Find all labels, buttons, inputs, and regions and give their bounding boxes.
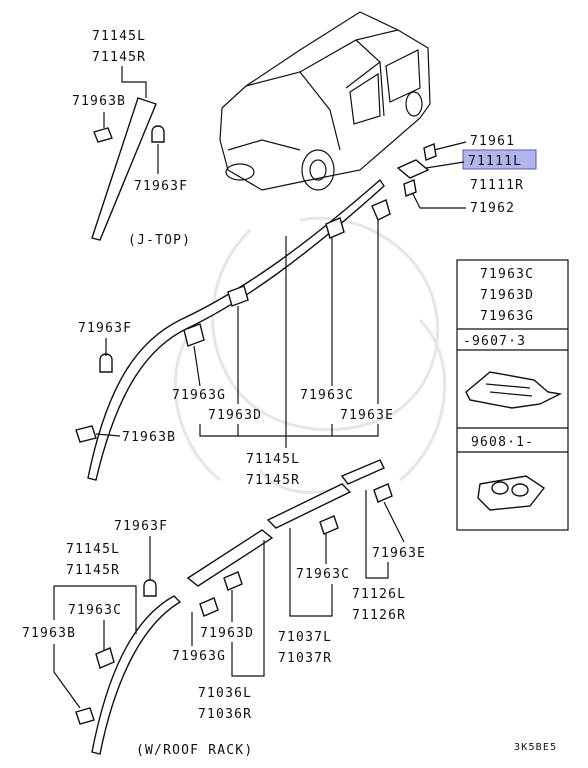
clip-71963F-mid [99,353,113,373]
label-71126L: 71126L [352,587,406,602]
label-71963F-top: 71963F [134,179,188,194]
table-range-after: 9608·1- [471,435,534,450]
leader-71963B-low [53,644,81,709]
clip-71963D-mid [227,285,249,307]
label-71963F-mid: 71963F [78,321,132,336]
leader-71145-top [121,66,147,98]
clip-drawing-old [465,371,563,409]
leader-71963E-low [383,501,405,543]
highlight-71111L [462,149,537,170]
table-range-before: -9607·3 [463,334,526,349]
label-71145L-low: 71145L [66,542,120,557]
table-code-2: 71963D [480,288,534,303]
label-71963G-mid: 71963G [172,388,226,403]
caption-jtop: (J-TOP) [128,233,191,248]
watermark-emblem [173,216,447,494]
clip-71963B-mid [75,425,97,443]
bracket-71126 [365,490,389,579]
clip-71963F-top [151,125,165,143]
leader-71963B-mid [95,433,121,437]
label-71036L: 71036L [198,686,252,701]
label-71963D-mid: 71963D [208,408,262,423]
clip-71963C-low [95,647,115,669]
label-71145R-top: 71145R [92,50,146,65]
clip-71963E-low [373,483,393,503]
label-71963F-low: 71963F [114,519,168,534]
leader-71961 [433,141,467,151]
label-71145L-mid: 71145L [246,452,300,467]
label-71126R: 71126R [352,608,406,623]
clip-71963B-low [75,707,95,725]
label-71963C-mid: 71963C [300,388,354,403]
vehicle-sketch [219,11,431,191]
bracket-71145-low [54,585,137,634]
drip-molding-jtop [91,97,157,241]
label-71036R: 71036R [198,707,252,722]
clip-71963D-low [223,571,243,591]
label-71961: 71961 [470,134,515,149]
label-71111R: 71111R [470,178,524,193]
clip-71963E-mid [371,199,391,221]
bracket-71037 [289,528,333,617]
label-71962: 71962 [470,201,515,216]
reference-code: 3K5BE5 [514,742,557,753]
label-71963G-low: 71963G [172,649,226,664]
molding-71036 [186,529,274,587]
label-71963E-mid: 71963E [340,408,394,423]
label-71963E-low: 71963E [372,546,426,561]
clip-71963B-top [93,127,113,143]
bracket-71036 [231,540,265,677]
label-71145L-top: 71145L [92,29,146,44]
clip-drawing-old-detail [485,383,533,397]
label-71145R-low: 71145R [66,563,120,578]
clip-71963G-low [199,597,219,617]
label-71963B-mid: 71963B [122,430,176,445]
clip-71963G-mid [183,323,205,347]
label-71037R: 71037R [278,651,332,666]
clip-71963C-mid [325,217,345,239]
label-71963B-low: 71963B [22,626,76,641]
label-71037L: 71037L [278,630,332,645]
drip-molding-roofrack [91,595,182,755]
leader-71962 [411,191,466,209]
label-71963C-rack: 71963C [296,567,350,582]
molding-71037 [266,483,352,529]
clip-drawing-new-knob-a [491,481,509,495]
reference-table: 71963C 71963D 71963G -9607·3 9608·1- [456,259,569,531]
label-71145R-mid: 71145R [246,473,300,488]
table-code-3: 71963G [480,309,534,324]
drip-molding-mid [87,178,385,481]
end-cover-71111 [396,159,430,179]
screw-71961 [423,143,437,161]
label-71963B-top: 71963B [72,94,126,109]
label-71963C-low: 71963C [68,603,122,618]
leader-71111 [425,161,465,169]
clip-drawing-new-knob-b [511,483,529,497]
clip-71963F-low [143,579,157,597]
table-code-1: 71963C [480,267,534,282]
leader-71963G-mid [193,345,201,387]
clip-71963C-rack [319,515,339,535]
molding-71126 [340,459,385,485]
label-71963D-low: 71963D [200,626,254,641]
label-71111L[interactable]: 71111L [468,154,522,169]
bracket-mid [199,424,379,448]
clip-71962 [403,179,417,197]
caption-roofrack: (W/ROOF RACK) [136,743,253,758]
